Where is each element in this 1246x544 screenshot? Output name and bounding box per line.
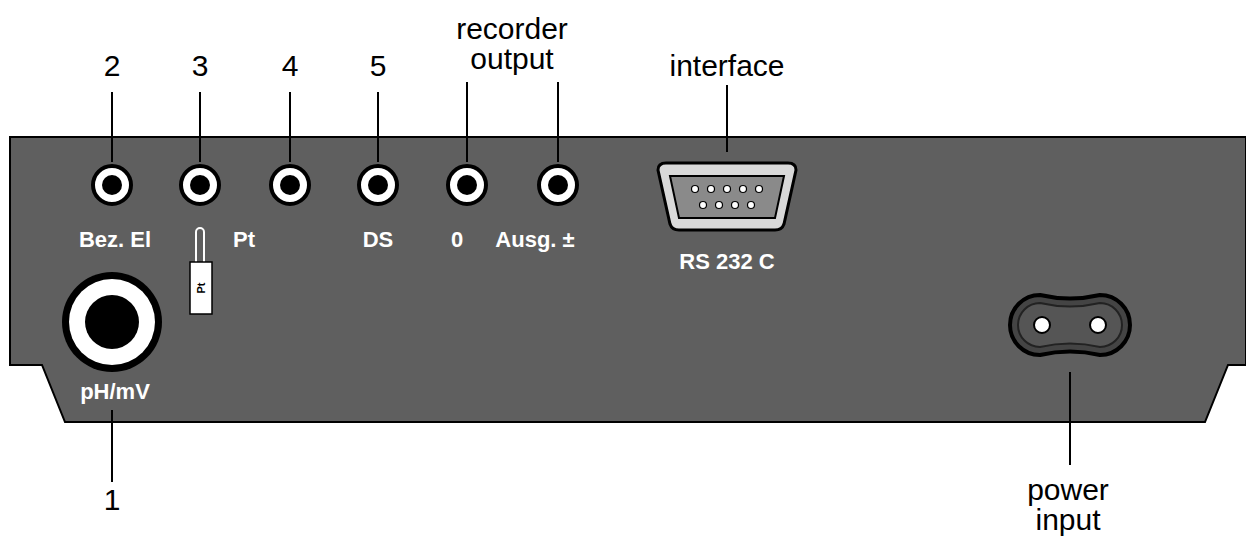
jack-ring: [448, 166, 486, 204]
jack-ring: [271, 166, 309, 204]
pin: [700, 202, 707, 209]
rear-panel: [10, 137, 1246, 422]
jack-ring: [93, 166, 131, 204]
leader-lines: [112, 82, 1070, 482]
rs232-connector: [658, 163, 796, 230]
socket-label: DS: [363, 229, 394, 251]
jack-ring: [359, 166, 397, 204]
jack-hole: [190, 175, 210, 195]
part-name: interface: [669, 51, 784, 81]
callout-number: 5: [370, 51, 387, 81]
ph-socket: [62, 272, 162, 372]
jack-ring: [181, 166, 219, 204]
pin: [732, 202, 739, 209]
pin: [748, 202, 755, 209]
pin: [740, 186, 747, 193]
pin: [708, 186, 715, 193]
pin: [716, 202, 723, 209]
socket-label: pH/mV: [80, 381, 150, 403]
jack-hole: [102, 175, 122, 195]
socket-jacks: [93, 166, 577, 204]
socket-label: 0: [451, 229, 463, 251]
pin: [692, 186, 699, 193]
jack-hole: [548, 175, 568, 195]
probe-label: Pt: [196, 283, 207, 294]
socket-label: Bez. El: [79, 229, 151, 251]
part-name: power input: [1003, 475, 1133, 535]
callout-number: 1: [104, 485, 121, 515]
socket-label: Ausg. ±: [495, 229, 574, 251]
socket-label: Pt: [233, 229, 255, 251]
callout-number: 4: [282, 51, 299, 81]
jack-hole: [280, 175, 300, 195]
pin: [756, 186, 763, 193]
jack-ring: [539, 166, 577, 204]
pin: [724, 186, 731, 193]
part-name: recorder output: [437, 14, 587, 74]
jack-hole: [368, 175, 388, 195]
callout-number: 3: [192, 51, 209, 81]
jack-hole: [457, 175, 477, 195]
power-inlet: [1010, 295, 1130, 355]
temperature-probe-symbol: [190, 228, 212, 314]
callout-number: 2: [104, 51, 121, 81]
connector-label: RS 232 C: [679, 251, 774, 273]
